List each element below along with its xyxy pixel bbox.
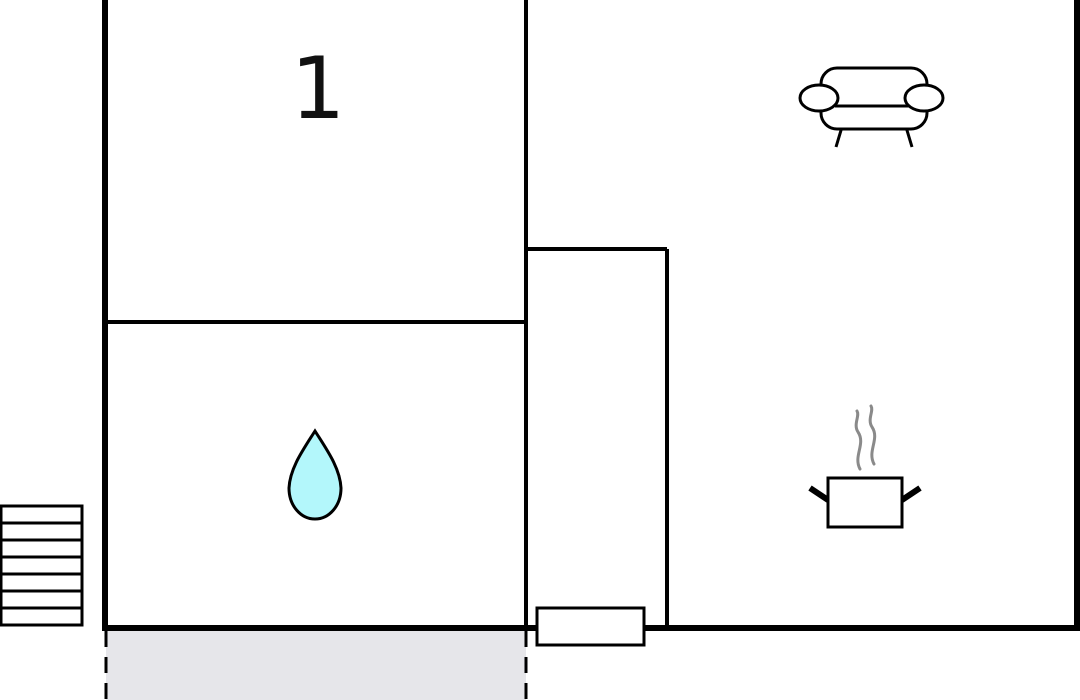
- interior-walls: [105, 0, 669, 628]
- bedroom-number: 1: [291, 39, 346, 139]
- sofa-icon: [798, 66, 945, 148]
- cooking-pot-icon: [808, 404, 922, 529]
- terrace-area: [106, 631, 526, 700]
- outer-walls: [102, 0, 1080, 631]
- stairs-icon: [0, 504, 84, 627]
- entrance-door: [535, 606, 646, 647]
- water-drop-icon: [287, 428, 343, 521]
